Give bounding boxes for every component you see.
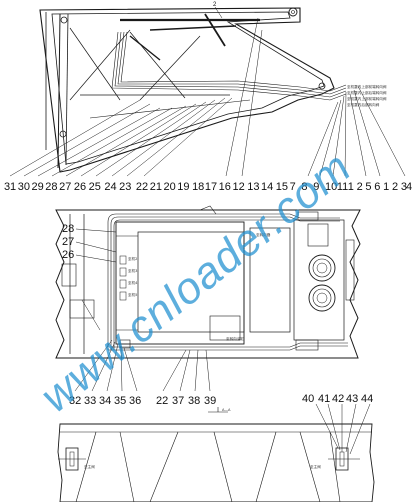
callout-number: 2 — [357, 181, 363, 193]
callout-number: 13 — [247, 181, 259, 193]
callout-number: 22 — [156, 395, 168, 407]
callout-number: 42 — [332, 393, 344, 405]
callout-number: 27 — [62, 236, 74, 248]
callout-number: 36 — [129, 395, 141, 407]
frame-note-f: 至转向器 — [256, 232, 271, 237]
callout-number: 37 — [172, 395, 184, 407]
callout-number: 29 — [32, 181, 44, 193]
callout-number: 4 — [406, 181, 412, 193]
callout-number: 11 — [337, 181, 348, 193]
callout-number: 9 — [313, 181, 319, 193]
callout-number: 12 — [232, 181, 244, 193]
callout-number: 6 — [374, 181, 380, 193]
callout-number: 44 — [361, 393, 373, 405]
section-note-right: 至主阀 — [310, 464, 321, 469]
leader-lines-top — [9, 17, 406, 177]
callout-number: 19 — [177, 181, 189, 193]
callout-number: 5 — [365, 181, 371, 193]
callout-number: 39 — [204, 395, 216, 407]
callout-number: 35 — [114, 395, 126, 407]
scale-mark: A—A — [222, 408, 231, 412]
callout-number: 22 — [136, 181, 148, 193]
section-mark: A—A — [208, 407, 231, 413]
callout-number: 15 — [276, 181, 288, 193]
frame-note-c: 至机4 — [128, 280, 138, 285]
callout-number: 16 — [219, 181, 231, 193]
frame-note-b: 至机3 — [128, 268, 137, 273]
callout-number: 23 — [119, 181, 131, 193]
callout-number: 8 — [301, 181, 307, 193]
callout-number: 31 — [4, 181, 16, 193]
callout-number: 1 — [348, 181, 354, 193]
callout-number: 38 — [188, 395, 200, 407]
boom-assembly-view: 至机罩内上部前端转向阀 至机罩内上部后端转向阀 至机罩内上部前端转向阀 至机罩内… — [9, 2, 406, 177]
leader-lines-bottom-mid — [74, 339, 211, 392]
boom-section-view: 至主阀 至主阀 — [57, 403, 375, 502]
frame-note-a: 至机2 — [128, 256, 137, 261]
callout-top-peak: 2 — [213, 2, 217, 8]
frame-plan-view: 至机2 至机3 至机4 至机5 至转向油缸 至转向器 — [55, 205, 361, 392]
callout-number: 14 — [261, 181, 273, 193]
callout-number: 34 — [99, 395, 111, 407]
callout-number: 32 — [69, 395, 81, 407]
callout-number: 26 — [62, 249, 74, 261]
callout-number: 43 — [346, 393, 358, 405]
pipe-note-4: 至机罩内后部转向阀 — [347, 102, 380, 107]
callout-number: 41 — [318, 393, 330, 405]
callout-number: 25 — [89, 181, 101, 193]
callout-number: 28 — [45, 181, 57, 193]
callout-number: 7 — [290, 181, 296, 193]
callout-number: 27 — [59, 181, 71, 193]
callout-number: 3 — [401, 181, 407, 193]
pipe-note-1: 至机罩内上部前端转向阀 — [347, 84, 387, 89]
frame-note-d: 至机5 — [128, 292, 137, 297]
callout-number: 2 — [392, 181, 398, 193]
callout-number: 26 — [74, 181, 86, 193]
callout-number: 30 — [18, 181, 30, 193]
callout-number: 40 — [302, 393, 314, 405]
pipe-note-2: 至机罩内上部后端转向阀 — [347, 90, 387, 95]
callout-number: 33 — [84, 395, 96, 407]
callout-number: 18 — [192, 181, 204, 193]
callout-number: 10 — [325, 181, 337, 193]
section-note-left: 至主阀 — [84, 464, 95, 469]
callout-number: 17 — [205, 181, 217, 193]
callout-number: 24 — [104, 181, 116, 193]
callout-number: 1 — [383, 181, 389, 193]
pipe-note-3: 至机罩内上部前端转向阀 — [347, 96, 387, 101]
callout-number: 20 — [164, 181, 176, 193]
frame-note-e: 至转向油缸 — [226, 336, 244, 341]
callout-number: 28 — [62, 223, 74, 235]
callout-number: 21 — [150, 181, 162, 193]
